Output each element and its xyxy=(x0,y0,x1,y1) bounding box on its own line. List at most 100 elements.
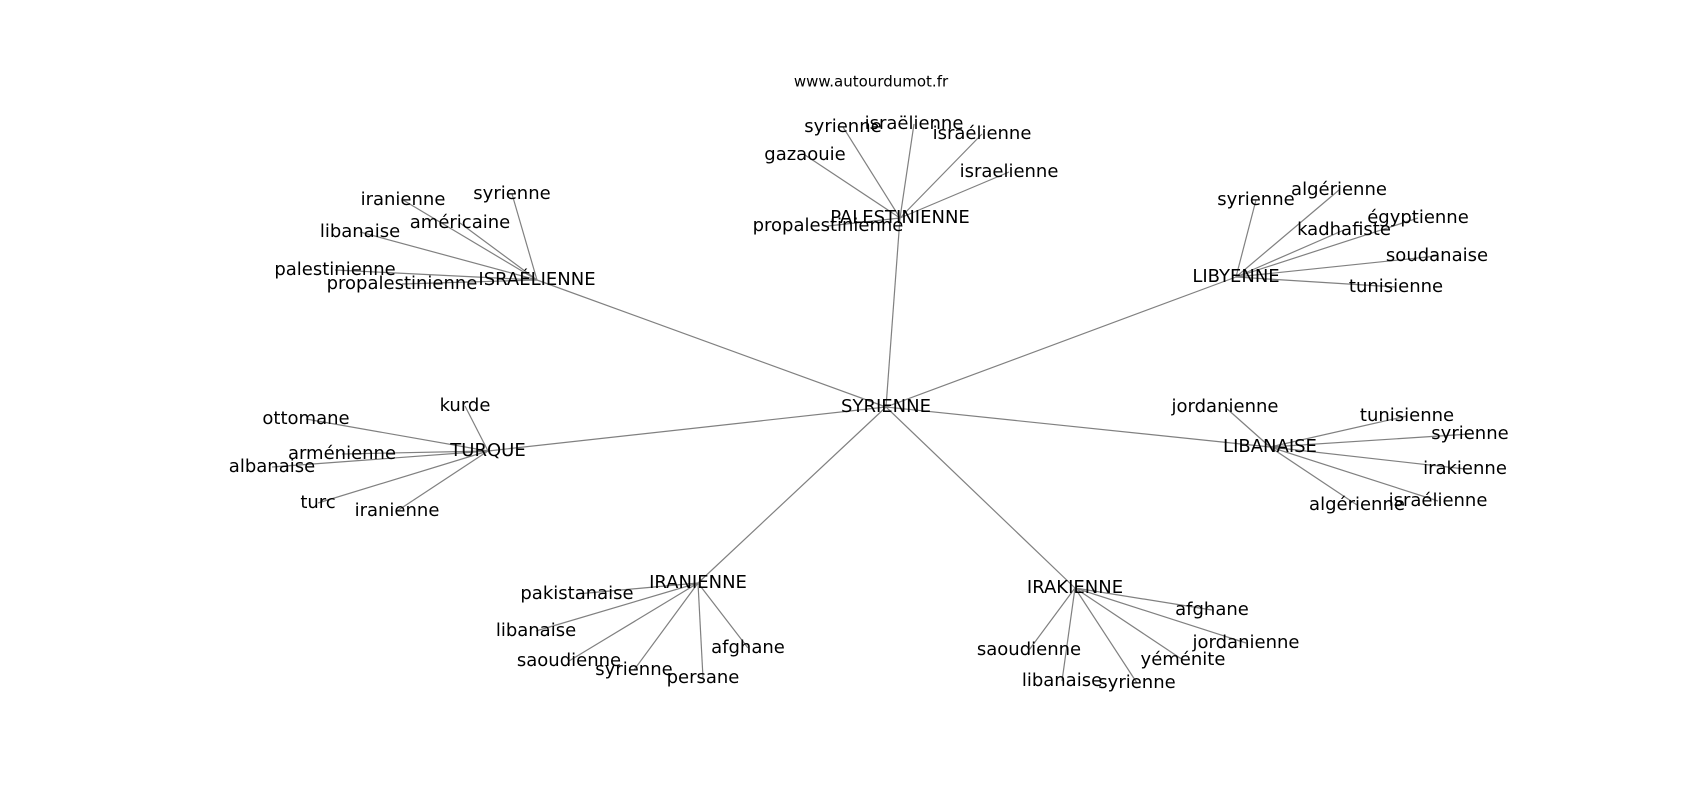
edge-iranienne-persane xyxy=(697,582,704,679)
hub-node-iranienne: IRANIENNE xyxy=(649,572,747,593)
leaf-node-turque-kurde: kurde xyxy=(440,395,491,416)
leaf-node-irakienne-jordanienne: jordanienne xyxy=(1192,632,1300,653)
edge-libyenne-kadhafiste xyxy=(1235,229,1345,278)
edge-palestinienne-gazaouie xyxy=(804,154,901,219)
edge-israelienne-syrienne xyxy=(511,193,538,281)
edge-libanaise-israelienne xyxy=(1269,446,1439,502)
edge-irakienne-jordanienne xyxy=(1074,587,1247,644)
leaf-node-palestinienne-israelienne: israëlienne xyxy=(865,113,964,134)
leaf-node-palestinienne-gazaouie: gazaouie xyxy=(764,144,845,165)
hub-node-israelienne: ISRAÉLIENNE xyxy=(478,268,595,290)
leaf-node-libanaise-jordanienne: jordanienne xyxy=(1171,396,1279,417)
leaf-node-turque-turc: turc xyxy=(300,492,335,513)
leaf-node-libyenne-kadhafiste: kadhafiste xyxy=(1297,219,1391,240)
edge-center-iranienne xyxy=(697,406,887,584)
edge-center-israelienne xyxy=(536,279,887,408)
edge-center-palestinienne xyxy=(885,217,901,408)
leaf-node-libanaise-algerienne: algérienne xyxy=(1309,494,1405,515)
leaf-node-iranienne-saoudienne: saoudienne xyxy=(517,650,621,671)
hub-node-turque: TURQUE xyxy=(449,440,525,461)
leaf-node-palestinienne-propalestinienne: propalestinienne xyxy=(753,215,904,236)
edge-iranienne-syrienne xyxy=(633,582,699,671)
edge-center-libyenne xyxy=(885,276,1237,408)
leaf-node-iranienne-syrienne: syrienne xyxy=(595,659,672,680)
leaf-node-israelienne-palestinienne: palestinienne xyxy=(274,259,395,280)
edge-palestinienne-israelienne xyxy=(899,171,1010,219)
edge-center-turque xyxy=(487,406,887,452)
leaf-node-libyenne-soudanaise: soudanaise xyxy=(1386,245,1488,266)
leaf-node-libanaise-tunisienne: tunisienne xyxy=(1360,405,1454,426)
leaf-node-libyenne-egyptienne: égyptienne xyxy=(1367,207,1469,228)
edge-turque-iranienne xyxy=(396,450,489,512)
leaf-node-israelienne-iranienne: iranienne xyxy=(361,189,446,210)
edge-irakienne-yemenite xyxy=(1074,587,1184,661)
edge-center-libanaise xyxy=(885,406,1271,448)
edge-palestinienne-propalestinienne xyxy=(827,217,901,227)
hub-node-irakienne: IRAKIENNE xyxy=(1027,577,1123,598)
leaf-node-libanaise-syrienne: syrienne xyxy=(1431,423,1508,444)
edge-libanaise-irakienne xyxy=(1269,446,1466,470)
leaf-node-israelienne-syrienne: syrienne xyxy=(473,183,550,204)
edge-turque-ottomane xyxy=(305,418,489,452)
hub-node-palestinienne: PALESTINIENNE xyxy=(830,207,970,228)
edge-palestinienne-israelienne xyxy=(899,123,915,219)
edge-libyenne-algerienne xyxy=(1235,189,1340,278)
leaf-node-turque-albanaise: albanaise xyxy=(229,456,315,477)
leaf-node-irakienne-afghane: afghane xyxy=(1175,599,1249,620)
leaf-node-irakienne-saoudienne: saoudienne xyxy=(977,639,1081,660)
hub-node-libyenne: LIBYENNE xyxy=(1192,266,1279,287)
edge-turque-armenienne xyxy=(341,450,489,455)
leaf-node-israelienne-propalestinienne: propalestinienne xyxy=(327,273,478,294)
leaf-node-israelienne-americaine: américaine xyxy=(410,212,510,233)
hub-node-libanaise: LIBANAISE xyxy=(1223,436,1317,457)
labels: www.autourdumot.frSYRIENNEPALESTINIENNEs… xyxy=(229,73,1509,694)
leaf-node-irakienne-syrienne: syrienne xyxy=(1098,672,1175,693)
leaf-node-libanaise-israelienne: israélienne xyxy=(1389,490,1488,511)
edge-turque-albanaise xyxy=(271,450,489,468)
leaf-node-libanaise-irakienne: irakienne xyxy=(1423,458,1507,479)
edge-iranienne-libanaise xyxy=(535,582,699,632)
edge-israelienne-iranienne xyxy=(402,199,538,281)
edge-israelienne-libanaise xyxy=(359,231,538,281)
leaf-node-irakienne-yemenite: yéménite xyxy=(1141,649,1226,670)
leaf-node-iranienne-pakistanaise: pakistanaise xyxy=(520,583,633,604)
leaf-node-turque-iranienne: iranienne xyxy=(355,500,440,521)
edge-israelienne-propalestinienne xyxy=(401,279,538,285)
edge-turque-kurde xyxy=(464,405,489,452)
edge-libanaise-tunisienne xyxy=(1269,415,1408,448)
edge-iranienne-pakistanaise xyxy=(576,582,699,595)
edge-irakienne-afghane xyxy=(1074,587,1213,611)
edge-libanaise-algerienne xyxy=(1269,446,1358,506)
site-watermark: www.autourdumot.fr xyxy=(794,73,949,91)
edge-libyenne-egyptienne xyxy=(1235,217,1419,278)
leaf-node-turque-armenienne: arménienne xyxy=(288,443,396,464)
edge-palestinienne-syrienne xyxy=(842,126,901,219)
leaf-node-palestinienne-israelienne: israélienne xyxy=(933,123,1032,144)
edge-center-irakienne xyxy=(885,406,1076,589)
edge-libyenne-tunisienne xyxy=(1235,276,1397,288)
leaf-node-israelienne-libanaise: libanaise xyxy=(320,221,400,242)
edge-israelienne-americaine xyxy=(459,222,538,281)
edge-irakienne-saoudienne xyxy=(1028,587,1076,651)
edge-iranienne-afghane xyxy=(697,582,749,649)
edge-libyenne-syrienne xyxy=(1235,199,1257,278)
edge-libanaise-jordanienne xyxy=(1224,406,1271,448)
edge-libyenne-soudanaise xyxy=(1235,255,1438,278)
edge-turque-turc xyxy=(317,450,489,504)
leaf-node-libyenne-tunisienne: tunisienne xyxy=(1349,276,1443,297)
edge-irakienne-libanaise xyxy=(1061,587,1076,682)
edge-palestinienne-israelienne xyxy=(899,133,983,219)
leaf-node-iranienne-libanaise: libanaise xyxy=(496,620,576,641)
edge-israelienne-palestinienne xyxy=(334,269,538,281)
edge-iranienne-saoudienne xyxy=(568,582,699,662)
leaf-node-turque-ottomane: ottomane xyxy=(262,408,349,429)
leaf-node-libyenne-algerienne: algérienne xyxy=(1291,179,1387,200)
leaf-node-irakienne-libanaise: libanaise xyxy=(1022,670,1102,691)
leaf-node-palestinienne-israelienne: israelienne xyxy=(960,161,1059,182)
leaf-node-iranienne-afghane: afghane xyxy=(711,637,785,658)
edges xyxy=(271,123,1471,684)
leaf-node-palestinienne-syrienne: syrienne xyxy=(804,116,881,137)
edge-irakienne-syrienne xyxy=(1074,587,1138,684)
leaf-node-libyenne-syrienne: syrienne xyxy=(1217,189,1294,210)
